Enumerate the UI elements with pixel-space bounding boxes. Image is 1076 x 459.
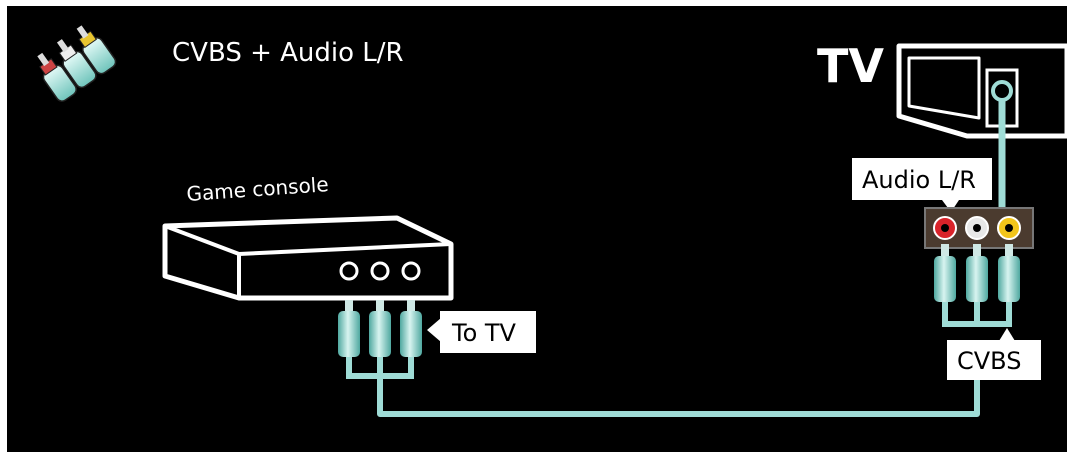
tv-port-panel [924,207,1034,249]
game-console-label: Game console [186,172,330,206]
tv-icon [896,43,1067,139]
to-tv-label: To TV [451,319,517,347]
cvbs-label-box: CVBS [947,328,1041,380]
page-title: CVBS + Audio L/R [172,38,404,68]
to-tv-label-box: To TV [427,311,536,353]
rca-cable [346,357,980,417]
console-video-port[interactable] [401,261,421,281]
console-audio-left-port[interactable] [339,261,359,281]
game-console-icon [162,215,454,301]
tv-label: TV [817,39,884,93]
console-audio-right-port[interactable] [370,261,390,281]
audio-lr-label-box: Audio L/R [852,158,992,212]
connection-diagram: CVBS + Audio L/R TV Audio L/R [37,25,1067,417]
rca-plugs-icon [37,25,117,102]
audio-lr-label: Audio L/R [862,166,976,194]
tv-side-plugs [934,244,1020,302]
diagram-canvas: CVBS + Audio L/R TV Audio L/R [7,6,1067,452]
cvbs-label: CVBS [957,347,1021,375]
console-plugs [338,300,422,357]
